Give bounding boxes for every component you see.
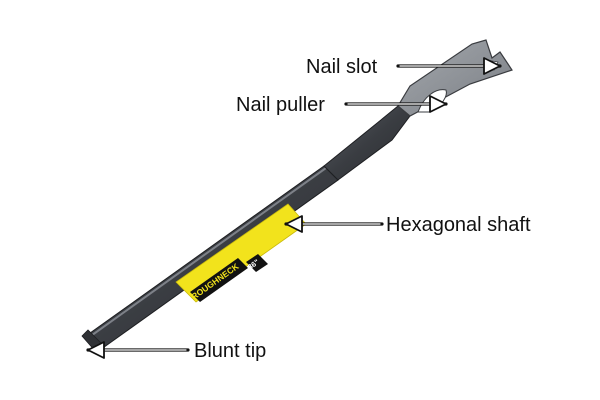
shaft-highlight (87, 167, 327, 339)
callout-labels: Nail slot Nail puller Hexagonal shaft Bl… (194, 56, 531, 362)
nail-puller-arrow (344, 95, 448, 113)
nail-slot-arrow (396, 57, 502, 75)
label-blunt-tip: Blunt tip (194, 340, 266, 362)
upper-shaft (323, 105, 411, 181)
label-hexagonal-shaft: Hexagonal shaft (386, 214, 531, 236)
callout-arrows (86, 57, 502, 359)
hexagonal-shaft-arrow (284, 215, 384, 233)
label-nail-slot: Nail slot (306, 56, 378, 78)
wrecking-bar: ROUGHNECK 36" (81, 39, 513, 353)
label-nail-puller: Nail puller (236, 94, 325, 116)
label-sleeve: ROUGHNECK 36" (175, 203, 307, 303)
blunt-tip-arrow (86, 341, 190, 359)
